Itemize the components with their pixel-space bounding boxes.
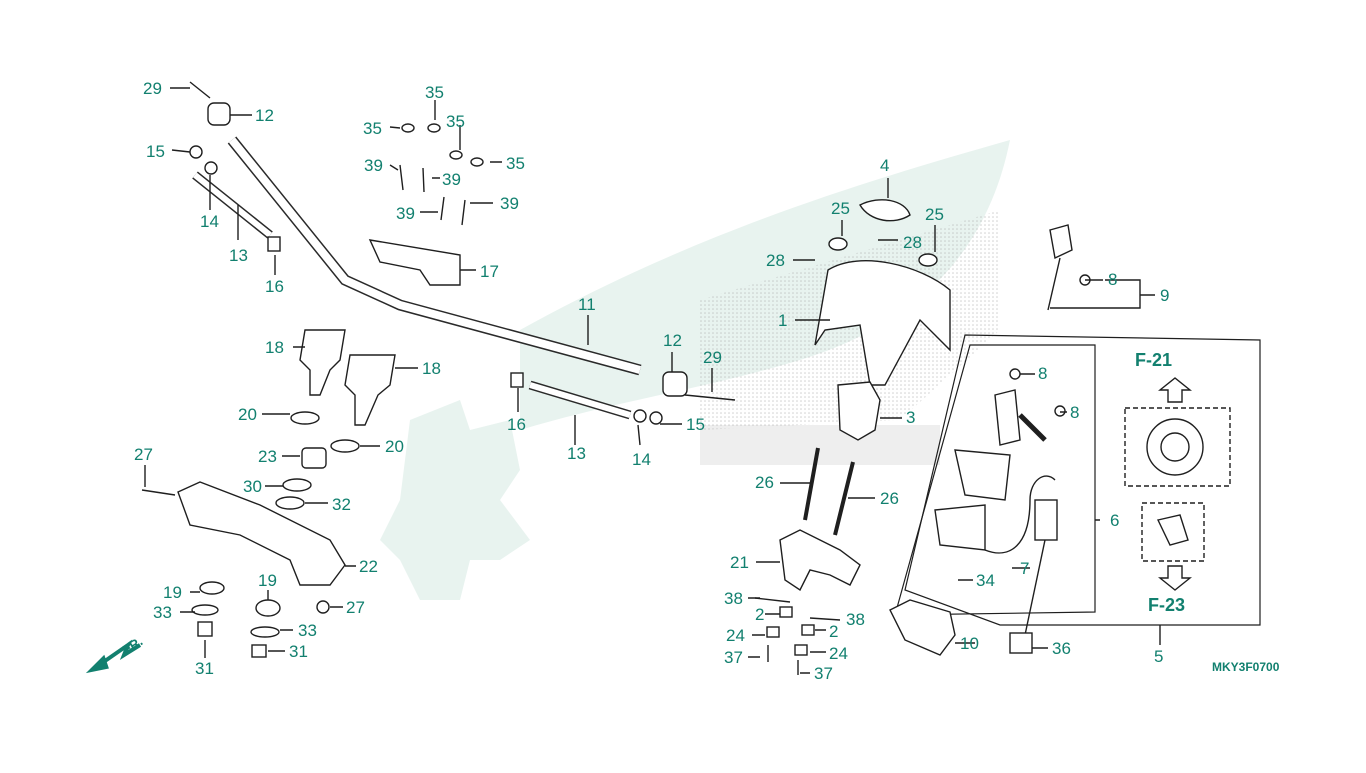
callout-20a: 20 — [238, 405, 257, 424]
callout-38b: 38 — [846, 610, 865, 629]
callout-8a: 8 — [1108, 270, 1118, 289]
callout-35c: 35 — [446, 112, 465, 131]
callout-12a: 12 — [255, 106, 274, 125]
callout-35d: 35 — [506, 154, 525, 173]
diagram-code: MKY3F0700 — [1212, 660, 1280, 674]
callout-6: 6 — [1110, 511, 1120, 530]
callout-3: 3 — [906, 408, 916, 427]
callout-39c: 39 — [396, 204, 415, 223]
callout-28b: 28 — [903, 233, 922, 252]
callout-4: 4 — [880, 156, 890, 175]
callout-19a: 19 — [163, 583, 182, 602]
callout-19b: 19 — [258, 571, 277, 590]
ref-f21[interactable]: F-21 — [1135, 350, 1173, 370]
callout-23: 23 — [258, 447, 277, 466]
callout-29a: 29 — [143, 79, 162, 98]
callout-13b: 13 — [567, 444, 586, 463]
callout-17: 17 — [480, 262, 499, 281]
callout-30: 30 — [243, 477, 262, 496]
callout-12b: 12 — [663, 331, 682, 350]
callout-24b: 24 — [829, 644, 848, 663]
callout-5: 5 — [1154, 647, 1164, 666]
callout-14a: 14 — [200, 212, 219, 231]
callout-18a: 18 — [265, 338, 284, 357]
callout-15a: 15 — [146, 142, 165, 161]
callout-27a: 27 — [134, 445, 153, 464]
callout-33b: 33 — [298, 621, 317, 640]
callout-15b: 15 — [686, 415, 705, 434]
callout-11: 11 — [578, 295, 596, 314]
callout-8b: 8 — [1038, 364, 1048, 383]
callout-25b: 25 — [925, 205, 944, 224]
callout-39d: 39 — [500, 194, 519, 213]
callout-2a: 2 — [755, 605, 765, 624]
callout-37b: 37 — [814, 664, 833, 683]
callout-13a: 13 — [229, 246, 248, 265]
callout-1: 1 — [778, 311, 788, 330]
callout-26a: 26 — [755, 473, 774, 492]
callout-38a: 38 — [724, 589, 743, 608]
callout-35a: 35 — [425, 83, 444, 102]
callout-9: 9 — [1160, 286, 1170, 305]
callout-31a: 31 — [195, 659, 214, 678]
callout-25a: 25 — [831, 199, 850, 218]
callout-18b: 18 — [422, 359, 441, 378]
callout-39b: 39 — [442, 170, 461, 189]
callout-37a: 37 — [724, 648, 743, 667]
callout-10: 10 — [960, 634, 979, 653]
callout-29b: 29 — [703, 348, 722, 367]
callout-39a: 39 — [364, 156, 383, 175]
callout-8c: 8 — [1070, 403, 1080, 422]
callout-21: 21 — [730, 553, 749, 572]
callout-20b: 20 — [385, 437, 404, 456]
callout-34: 34 — [976, 571, 995, 590]
callout-33a: 33 — [153, 603, 172, 622]
callout-24a: 24 — [726, 626, 745, 645]
callout-16a: 16 — [265, 277, 284, 296]
callout-2b: 2 — [829, 622, 839, 641]
callout-7: 7 — [1020, 559, 1030, 578]
callout-31b: 31 — [289, 642, 308, 661]
callout-36: 36 — [1052, 639, 1071, 658]
callout-27b: 27 — [346, 598, 365, 617]
callout-28a: 28 — [766, 251, 785, 270]
callout-26b: 26 — [880, 489, 899, 508]
callout-32: 32 — [332, 495, 351, 514]
callout-22: 22 — [359, 557, 378, 576]
ref-f23[interactable]: F-23 — [1148, 595, 1186, 615]
callout-14b: 14 — [632, 450, 651, 469]
callout-16b: 16 — [507, 415, 526, 434]
callout-35b: 35 — [363, 119, 382, 138]
